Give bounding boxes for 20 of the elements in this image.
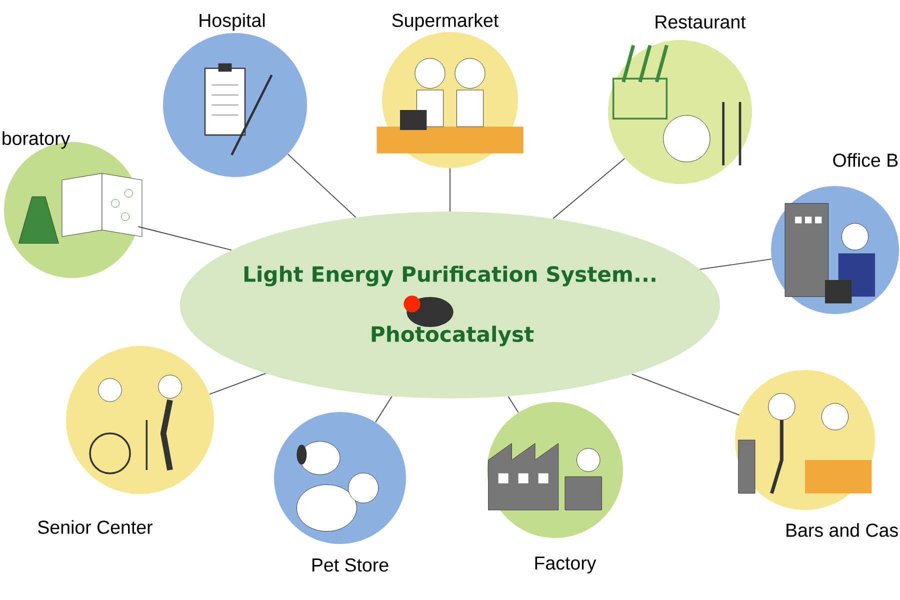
place-label: boratory [2, 131, 70, 149]
connector-line [508, 396, 519, 413]
connector-line [375, 396, 392, 423]
connector-line [631, 374, 740, 416]
connector-line [552, 158, 626, 219]
place-label: Senior Center [38, 520, 152, 534]
subheading-text: Photocatalyst [372, 326, 534, 346]
place-label: Pet Store [312, 558, 388, 572]
heading-text: Light Energy Purification System... [244, 266, 656, 286]
place-label: Office B [833, 153, 898, 167]
connector-line [209, 372, 266, 395]
connector-line [138, 226, 232, 251]
place-label: Factory [535, 556, 596, 574]
connector-line [287, 154, 356, 218]
center-ellipse [180, 212, 720, 398]
place-label: Bars and Cas [786, 523, 898, 537]
place-label: Hospital [200, 13, 265, 31]
place-label: Restaurant [656, 15, 746, 29]
connector-line [699, 258, 772, 270]
place-label: Supermarket [392, 13, 498, 31]
